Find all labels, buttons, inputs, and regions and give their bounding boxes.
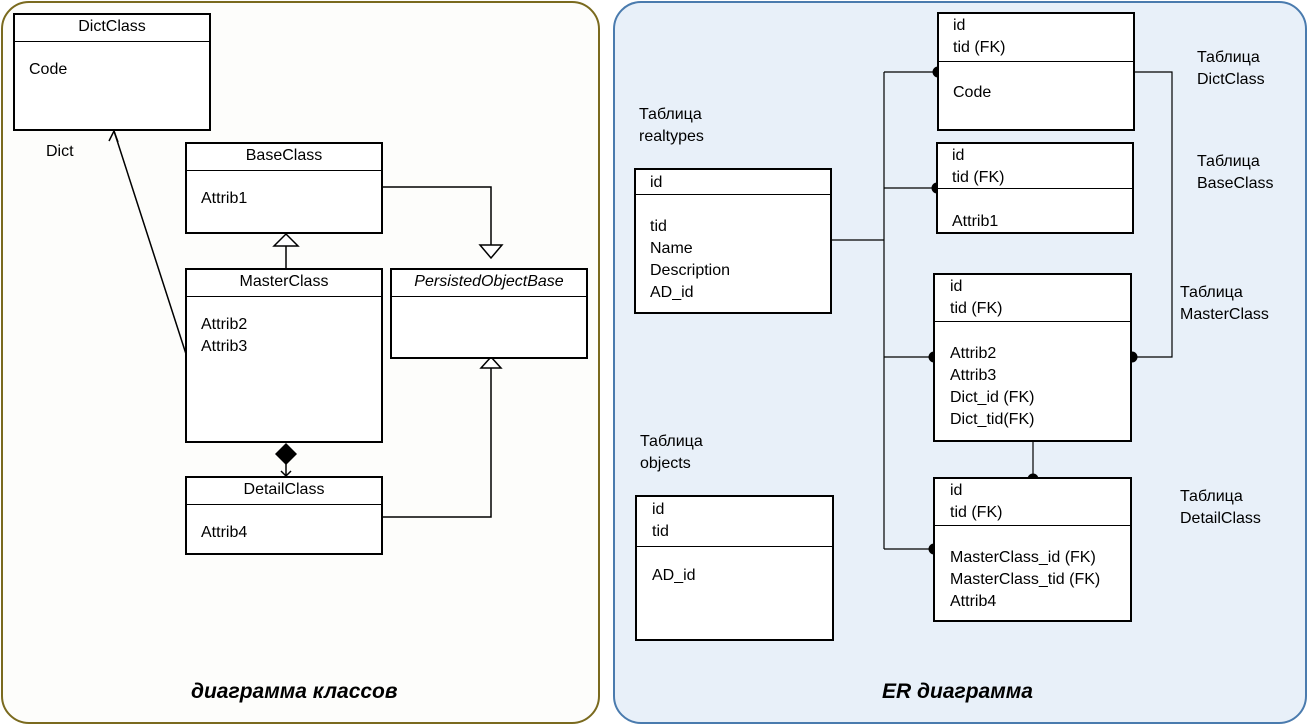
class-diagram-caption: диаграмма классов [191, 680, 398, 703]
baseclass-fields: Attrib1 [952, 213, 999, 230]
baseclass-table-label: Таблица BaseClass [1197, 153, 1274, 192]
detail-persisted-triangle [479, 355, 503, 369]
dictclass-key: id tid (FK) [953, 17, 1006, 56]
dict-association-label: Dict [46, 143, 74, 160]
dictclass-name: DictClass [15, 15, 209, 42]
dictclass-table: id tid (FK) Code [937, 12, 1135, 131]
objects-key: id tid [652, 501, 669, 540]
dict-association-line [113, 130, 187, 355]
masterclass-key: id tid (FK) [950, 278, 1003, 317]
persistedobjectbase-box: PersistedObjectBase [390, 268, 588, 359]
objects-label: Таблица objects [640, 433, 703, 472]
masterclass-attrs: Attrib2 Attrib3 [201, 316, 248, 355]
dict-fk-line [1132, 71, 1173, 358]
realtypes-table: id tid Name Description AD_id [634, 168, 832, 314]
dictclass-box: DictClass Code [13, 13, 211, 131]
masterclass-table: id tid (FK) Attrib2 Attrib3 Dict_id (FK)… [933, 273, 1132, 442]
baseclass-table: id tid (FK) Attrib1 [936, 142, 1134, 234]
detailclass-box: DetailClass Attrib4 [185, 476, 383, 555]
detailclass-name: DetailClass [187, 478, 381, 505]
realtypes-key: id [650, 174, 663, 191]
base-persisted-generalization-line [382, 186, 492, 245]
baseclass-box: BaseClass Attrib1 [185, 142, 383, 234]
er-diagram-caption: ER диаграмма [882, 680, 1033, 703]
base-persisted-triangle [478, 244, 504, 260]
dictclass-fields: Code [953, 84, 992, 101]
baseclass-attrs: Attrib1 [201, 190, 248, 207]
masterclass-table-label: Таблица MasterClass [1180, 284, 1269, 323]
objects-fields: AD_id [652, 567, 696, 584]
dictclass-attrs: Code [29, 61, 68, 78]
detailclass-table-label: Таблица DetailClass [1180, 488, 1261, 527]
masterclass-box: MasterClass Attrib2 Attrib3 [185, 268, 383, 443]
objects-table: id tid AD_id [635, 495, 834, 641]
dictclass-table-label: Таблица DictClass [1197, 49, 1265, 88]
master-base-triangle [272, 232, 300, 247]
persistedobjectbase-name: PersistedObjectBase [392, 270, 586, 297]
baseclass-key: id tid (FK) [952, 147, 1005, 186]
composition-diamond [275, 443, 297, 465]
detailclass-key: id tid (FK) [950, 482, 1003, 521]
realtypes-label: Таблица realtypes [639, 106, 704, 145]
detailclass-attrs: Attrib4 [201, 524, 248, 541]
baseclass-name: BaseClass [187, 144, 381, 171]
dict-arrowhead [108, 129, 119, 143]
masterclass-name: MasterClass [187, 270, 381, 297]
detailclass-fields: MasterClass_id (FK) MasterClass_tid (FK)… [950, 549, 1101, 610]
detail-persisted-generalization-line [382, 368, 492, 518]
detailclass-table: id tid (FK) MasterClass_id (FK) MasterCl… [933, 477, 1132, 622]
realtypes-fields: tid Name Description AD_id [650, 218, 731, 301]
masterclass-fields: Attrib2 Attrib3 Dict_id (FK) Dict_tid(FK… [950, 345, 1035, 428]
